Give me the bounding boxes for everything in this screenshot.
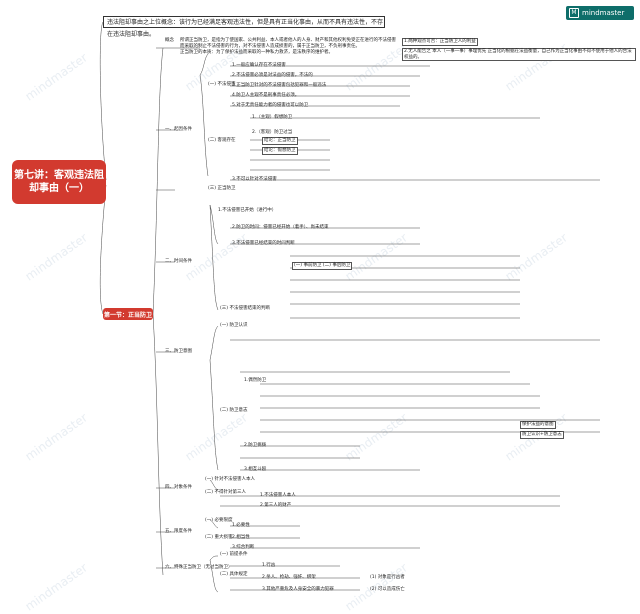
b4-sub-2: (二) 不得针对第三人	[205, 490, 246, 495]
mindmaster-logo-icon: M	[569, 8, 579, 18]
b1-item-no-target: 3.不可以针对不法侵害	[232, 177, 277, 182]
b2-item-2: 2.防卫的时间：侵害已经开始（着手）、尚未结束	[232, 225, 329, 230]
b1-sub-real: (二) 客观存在	[208, 138, 236, 143]
intro-box: 违法阻却事由之上位概念：该行为已经满足客观违法性，但是具有正当化事由，从而不具有…	[103, 16, 385, 38]
b4-item-1: 1.不法侵害人本人	[260, 493, 296, 498]
b1-item-4: 4.防卫人主观不是刑事责任必须。	[232, 93, 300, 98]
branch-5-label[interactable]: 五、限度条件	[165, 529, 192, 534]
b5-item-3: 3.综合判断	[232, 545, 255, 550]
b3-sub-cognition: (一) 防卫认识	[220, 323, 248, 328]
b3-provocation: 2.防卫挑拨	[244, 443, 267, 448]
concept-title: 概念	[165, 38, 174, 43]
b5-item-2: 2.相当性	[232, 535, 250, 540]
b2-item-4: (一) 事前防卫 (二) 事后防卫	[292, 262, 353, 270]
root-node[interactable]: 第七讲：客观违法阻却事由（一）	[12, 160, 106, 204]
b3-accidental-defense: 1.偶然防卫	[244, 378, 267, 383]
b6-note-1: (1) 对象是行凶者	[370, 575, 405, 580]
concept-note-1: 1.两种观点可否：正当防卫人的利益	[402, 38, 478, 46]
b1-sub-unlawful: (一) 不法侵害	[208, 82, 236, 87]
b1-item-2: 2.不法侵害必须是对法益的侵害，不法的	[232, 73, 313, 78]
b4-item-2: 2.第三人的财产	[260, 503, 292, 508]
b2-item-3: 3.不法侵害已经结束的时间判断	[232, 241, 295, 246]
b1-imaginary-defense: 1.（主观）假想防卫	[252, 115, 293, 120]
b1-item-3: 3.正当防卫针对的不法侵害包括犯罪和一般违法	[232, 83, 327, 88]
b1-excess-defense: 2.（客观）防卫过当	[252, 130, 293, 135]
branch-3-label[interactable]: 三、防卫意图	[165, 349, 192, 354]
b1-conclusion-2: 结论：假想防卫	[262, 147, 298, 155]
concept-line-2: 而采取的制止不法侵害的行为，对不法侵害人造成损害的，属于正当防卫，不负刑事责任。	[180, 44, 360, 49]
concept-line-3: 正当防卫的本质：为了保护法益而采取的一种私力救济，是法秩序的维护者。	[180, 50, 333, 55]
b4-sub-1: (一) 针对不法侵害人本人	[205, 477, 255, 482]
branch-4-label[interactable]: 四、对象条件	[165, 485, 192, 490]
branch-6-label[interactable]: 六、特殊正当防卫（无过当防卫）	[165, 565, 233, 570]
b2-item-5: (三) 不法侵害结束的判断	[220, 306, 270, 311]
b5-sub-1: (一) 必要限度	[205, 518, 233, 523]
b1-item-1: 1.一般应确认存在不法侵害	[232, 63, 286, 68]
branch-2-label[interactable]: 二、时间条件	[165, 259, 192, 264]
b6-item-1: 1.行凶	[262, 563, 276, 568]
b1-sub-justified: (三) 正当防卫	[208, 186, 236, 191]
b6-sub-1: (一) 前提条件	[220, 552, 248, 557]
b5-item-1: 1.必要性	[232, 523, 250, 528]
b6-item-3: 3.其他严重危及人身安全的暴力犯罪	[262, 587, 334, 592]
b6-item-2: 2.杀人、抢劫、强奸、绑架	[262, 575, 316, 580]
b6-sub-2: (二) 具体规定	[220, 572, 248, 577]
b3-note-formula: 防卫认识+防卫意志	[520, 431, 564, 439]
concept-note-2: 2.无人能告之 本人（一事一事）事理优先 正当化的根据在法益衡量，自己作为正当化…	[402, 48, 636, 61]
mindmap-connectors	[99, 21, 600, 593]
logo-text: mindmaster	[582, 9, 625, 17]
concept-line-1: 所谓正当防卫，是指为了使国家、公共利益、本人或者他人的人身、财产和其他权利免受正…	[180, 38, 396, 43]
b3-note-protect: 保护法益的意图	[520, 421, 556, 429]
section-node-self-defense[interactable]: 第一节：正当防卫	[103, 308, 153, 320]
mindmaster-logo: M mindmaster	[566, 6, 634, 20]
branch-1-label[interactable]: 一、起因条件	[165, 127, 192, 132]
b1-item-5: 5.对于无责任能力者的侵害也可以防卫	[232, 103, 309, 108]
b3-sub-will: (二) 防卫意志	[220, 408, 248, 413]
b1-conclusion-1: 结论：正当防卫	[262, 137, 298, 145]
b3-mutual-fight: 3.相互斗殴	[244, 467, 267, 472]
b6-note-2: (2) 可以造成伤亡	[370, 587, 405, 592]
b5-sub-2: (二) 重大损害	[205, 535, 233, 540]
b2-item-1: 1.不法侵害已开始（进行中）	[218, 208, 277, 213]
